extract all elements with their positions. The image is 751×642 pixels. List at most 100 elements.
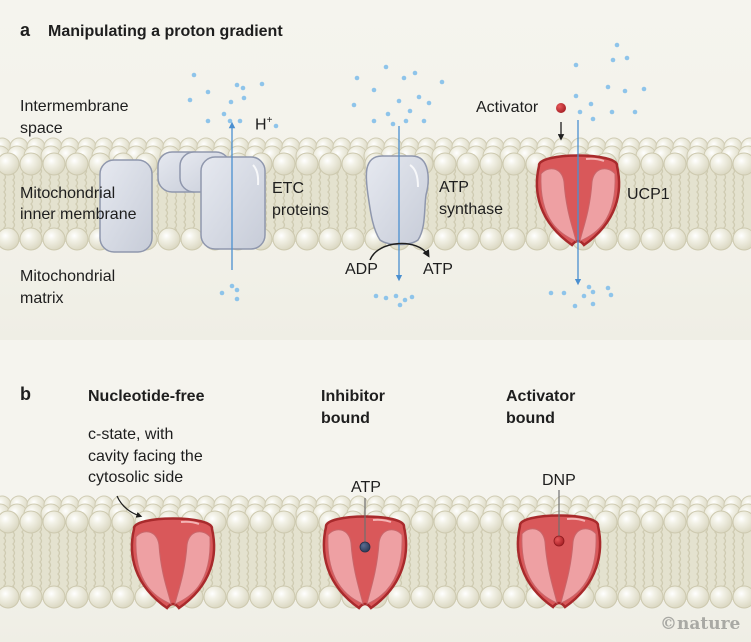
proton-dot — [396, 98, 402, 104]
ucp1-highlight — [566, 517, 586, 522]
proton-dot — [577, 109, 583, 115]
lipid-head — [502, 152, 526, 176]
lipid-head — [617, 585, 641, 609]
proton-dot — [187, 97, 193, 103]
lipid-head — [640, 585, 664, 609]
lipid-head — [387, 585, 411, 609]
proton-dot — [401, 75, 407, 81]
lipid-head — [686, 510, 710, 534]
lipid-head — [663, 152, 687, 176]
lipid-head — [663, 585, 687, 609]
proton-dot — [393, 293, 399, 299]
c-state-note-line3: cytosolic side — [88, 469, 184, 486]
lipid-head — [456, 585, 480, 609]
dnp-ligand-label: DNP — [542, 472, 576, 489]
proton-dot — [610, 57, 616, 63]
lipid-head — [272, 227, 296, 251]
proton-dot — [416, 94, 422, 100]
proton-dot — [586, 284, 592, 290]
lipid-head — [42, 152, 66, 176]
ucp1-left-lobe — [540, 168, 577, 242]
proton-dot — [581, 293, 587, 299]
proton-dot — [608, 292, 614, 298]
lipid-head — [686, 152, 710, 176]
proton-dot — [385, 111, 391, 117]
proton-dot — [605, 285, 611, 291]
lipid-head — [111, 585, 135, 609]
atp-synthase — [365, 155, 429, 246]
lipid-head — [433, 227, 457, 251]
proton-dot — [632, 109, 638, 115]
lipid-head — [433, 152, 457, 176]
proton-dot — [588, 101, 594, 107]
lipid-head — [640, 152, 664, 176]
proton-dot — [221, 111, 227, 117]
ucp1-left-lobe — [327, 529, 364, 605]
atp-synthase-label-line2: synthase — [439, 201, 504, 218]
proton-dot — [641, 86, 647, 92]
proton-dot — [561, 290, 567, 296]
proton-charge: + — [266, 115, 273, 126]
panel-a-title: Manipulating a proton gradient — [48, 23, 283, 40]
activator-bound-title-line1: Activator — [506, 388, 576, 405]
proton-dot — [241, 95, 247, 101]
atp-ligand-label: ATP — [351, 479, 381, 496]
lipid-head — [0, 510, 20, 534]
lipid-head — [19, 152, 43, 176]
proton-dot — [351, 102, 357, 108]
proton-dot — [371, 87, 377, 93]
lipid-head — [594, 227, 618, 251]
lipid-head — [709, 152, 733, 176]
dnp-ligand-ball-icon — [553, 535, 565, 547]
etc-proteins — [99, 151, 266, 253]
inner-membrane-label-line1: Mitochondrial — [20, 185, 116, 202]
proton-symbol: H — [255, 116, 267, 134]
lipid-head — [295, 227, 319, 251]
activator-label: Activator — [476, 99, 539, 116]
proton-dot — [383, 64, 389, 70]
inhibitor-bound-title-line2: bound — [321, 410, 370, 427]
lipid-head — [433, 510, 457, 534]
proton-dot — [421, 118, 427, 124]
lipid-head — [295, 510, 319, 534]
atp-synthase-label-line1: ATP — [439, 179, 469, 196]
proton-dot — [402, 297, 408, 303]
c-state-note-line2: cavity facing the — [88, 448, 203, 465]
panel-a-letter: a — [20, 20, 31, 40]
proton-dot — [439, 79, 445, 85]
panel-b-membrane-bilayer — [0, 495, 751, 609]
lipid-head — [203, 585, 227, 609]
proton-dot — [371, 118, 377, 124]
inner-membrane-label-line2: inner membrane — [20, 206, 137, 223]
lipid-head — [594, 585, 618, 609]
adp-to-atp-arrow — [369, 242, 430, 261]
lipid-head — [456, 227, 480, 251]
ucp1-protein — [535, 154, 621, 247]
proton-dot — [219, 290, 225, 296]
lipid-head — [709, 585, 733, 609]
proton-dot — [622, 88, 628, 94]
proton-dot — [240, 85, 246, 91]
lipid-head — [0, 152, 20, 176]
lipid-head — [65, 510, 89, 534]
ucp1-inhibitor-bound — [322, 515, 408, 610]
lipid-head — [732, 152, 751, 176]
lipid-head — [88, 585, 112, 609]
lipid-head — [686, 227, 710, 251]
etc-label-line1: ETC — [272, 180, 304, 197]
ucp1-right-lobe — [174, 531, 211, 605]
lipid-head — [640, 510, 664, 534]
ucp1-left-lobe — [521, 528, 558, 604]
lipid-head — [433, 585, 457, 609]
proton-dot — [191, 72, 197, 78]
proton-dot — [234, 82, 240, 88]
adp-label: ADP — [345, 261, 378, 278]
lipid-head — [65, 585, 89, 609]
ucp1-right-lobe — [579, 168, 616, 242]
matrix-label-line2: matrix — [20, 290, 64, 307]
c-state-pointer-arrow — [116, 495, 143, 518]
proton-dot — [205, 118, 211, 124]
lipid-head — [410, 510, 434, 534]
proton-dot — [237, 118, 243, 124]
ucp1-highlight — [585, 157, 605, 162]
